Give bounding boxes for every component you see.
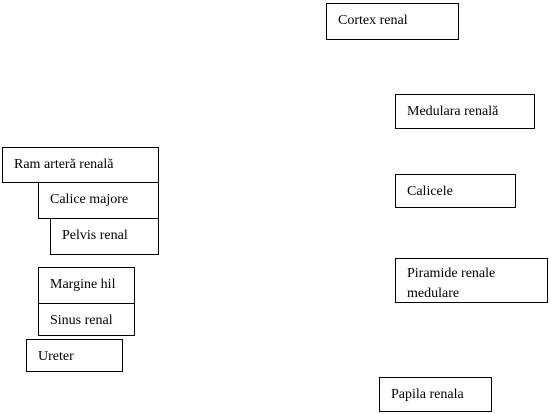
label-medulara-renala: Medulara renală xyxy=(395,94,535,129)
label-calice-majore: Calice majore xyxy=(38,182,159,219)
label-margine-hil: Margine hil xyxy=(38,267,135,304)
label-sinus-renal: Sinus renal xyxy=(38,303,135,336)
label-calicele: Calicele xyxy=(395,174,516,208)
label-ram-artera-renala: Ram arteră renală xyxy=(2,147,159,183)
label-papila-renala: Papila renala xyxy=(379,377,492,412)
label-cortex-renal: Cortex renal xyxy=(326,3,459,40)
label-ureter: Ureter xyxy=(26,339,123,372)
label-pelvis-renal: Pelvis renal xyxy=(50,218,159,255)
label-piramide-renale-medulare: Piramide renale medulare xyxy=(395,258,548,303)
